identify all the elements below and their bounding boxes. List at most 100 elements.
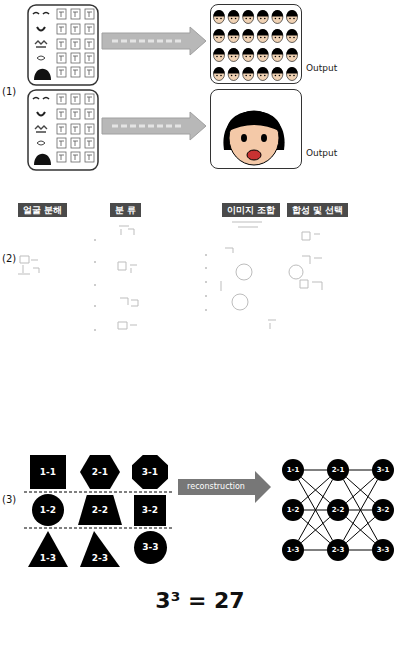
face-grid — [279, 56, 281, 58]
faint-sketch — [119, 226, 134, 235]
graph-node: 3-1 — [372, 459, 394, 481]
parts-box — [112, 40, 182, 43]
face-grid — [287, 68, 298, 81]
face-grid — [257, 10, 268, 17]
face-grid — [260, 75, 262, 77]
parts-box — [71, 39, 80, 49]
face-grid — [245, 56, 247, 58]
parts-box — [59, 70, 64, 75]
parts-box — [87, 97, 92, 102]
parts-box — [59, 141, 64, 146]
face-grid — [264, 18, 266, 20]
shape-node: 3-2 — [134, 495, 166, 526]
face-grid — [287, 49, 298, 62]
parts-box — [87, 155, 92, 160]
parts-box — [57, 9, 66, 19]
parts-box — [35, 126, 47, 132]
face-grid — [264, 56, 266, 58]
face-grid — [245, 75, 247, 77]
parts-box — [112, 125, 182, 128]
shape-node: 2-1 — [80, 455, 120, 489]
face-grid — [260, 56, 262, 58]
parts-box — [73, 155, 78, 160]
dot-column — [94, 329, 96, 331]
node-outline — [28, 531, 68, 567]
parts-box — [57, 124, 66, 134]
parts-box — [57, 67, 66, 77]
face-grid — [249, 18, 251, 20]
connector — [349, 470, 372, 471]
node-text: 2-3 — [92, 553, 108, 563]
parts-box — [87, 27, 92, 32]
face-grid — [249, 75, 251, 77]
node-text: 1-1 — [40, 467, 56, 477]
face-grid — [231, 56, 233, 58]
parts-box — [59, 97, 64, 102]
node-outline — [32, 494, 64, 526]
face-grid — [272, 48, 283, 55]
dot-column — [94, 284, 96, 286]
face-grid — [272, 67, 283, 74]
parts-box — [73, 27, 78, 32]
parts-box — [71, 53, 80, 63]
face-grid — [272, 29, 283, 36]
parts-box — [71, 152, 80, 162]
face-grid — [245, 37, 247, 39]
parts-box — [28, 5, 98, 85]
graph-node: 2-3 — [327, 539, 349, 561]
parts-box — [87, 56, 92, 61]
face-grid — [272, 68, 283, 81]
face-grid — [275, 37, 277, 39]
parts-box — [37, 27, 45, 31]
face-grid — [228, 68, 239, 81]
parts-box — [71, 138, 80, 148]
face-grid — [249, 56, 251, 58]
node-text: 분 류 — [115, 205, 136, 215]
connector — [349, 550, 372, 551]
face-grid — [228, 30, 239, 43]
parts-box — [57, 138, 66, 148]
arrow-label: reconstruction — [187, 482, 245, 491]
process-arrow — [102, 27, 206, 55]
row-divider — [24, 528, 174, 529]
face-grid — [257, 68, 268, 81]
face-grid — [243, 11, 254, 24]
step-header: 얼굴 분해 — [18, 203, 67, 217]
graph-node: 3-3 — [372, 539, 394, 561]
node-text: 1-2 — [40, 505, 56, 515]
face-grid — [216, 37, 218, 39]
face-grid — [214, 68, 225, 81]
face-grid — [293, 18, 295, 20]
graph-node: 2-1 — [327, 459, 349, 481]
face-grid — [228, 10, 239, 17]
face-grid — [231, 18, 233, 20]
face-grid — [260, 18, 262, 20]
face-cartoon — [223, 111, 284, 165]
face-grid — [257, 48, 268, 55]
parts-box — [87, 12, 92, 17]
parts-box — [73, 56, 78, 61]
part-number: (3) — [2, 494, 16, 506]
face-grid — [286, 29, 297, 36]
node-text: 1-3 — [40, 553, 56, 563]
face-grid — [213, 67, 224, 74]
parts-box — [87, 70, 92, 75]
face-grid — [264, 37, 266, 39]
face-grid — [287, 30, 298, 43]
node-outline — [372, 499, 394, 521]
face-grid — [216, 18, 218, 20]
parts-box — [85, 39, 94, 49]
connector — [346, 477, 375, 502]
shape-node: 3-3 — [134, 531, 167, 564]
face-grid — [279, 75, 281, 77]
row-divider — [24, 492, 174, 493]
dot-column — [205, 295, 207, 297]
parts-box — [28, 90, 98, 170]
faint-sketch — [289, 265, 303, 279]
face-grid — [249, 37, 251, 39]
part-number: (2) — [2, 253, 16, 265]
parts-box — [59, 42, 64, 47]
dot-column — [205, 267, 207, 269]
face-grid — [213, 48, 224, 55]
face-grid — [289, 37, 291, 39]
